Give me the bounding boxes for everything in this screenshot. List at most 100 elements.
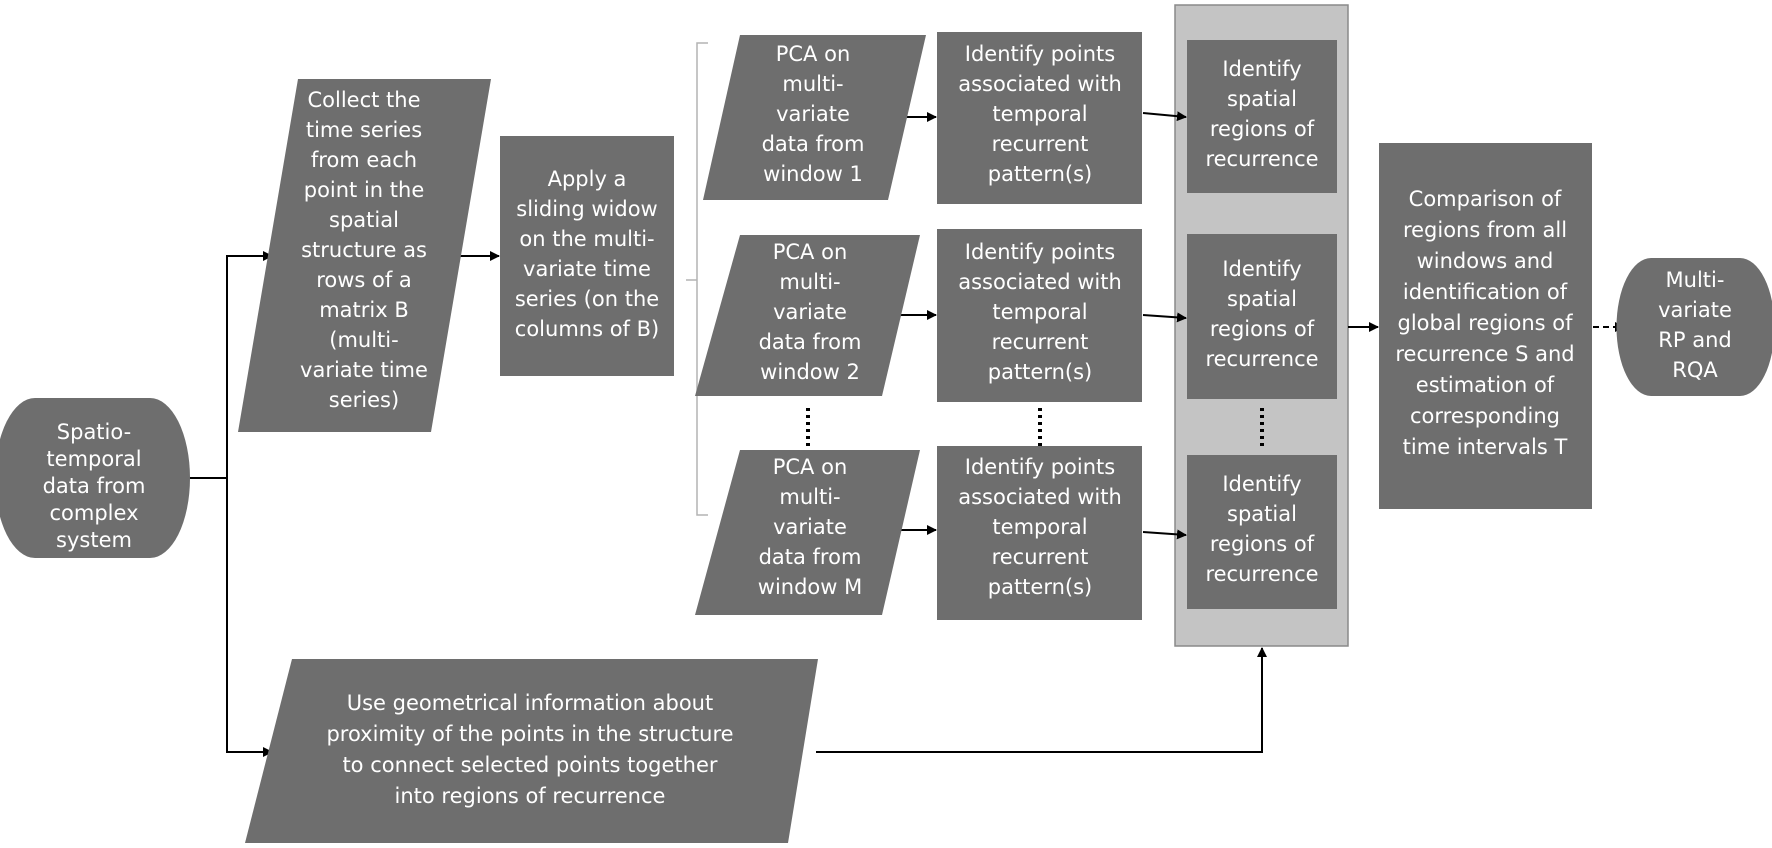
identify-points-1 [937,32,1142,204]
pca-window-1 [703,35,926,200]
pca-window-m-label: PCA on multi-variate data from window M [758,455,862,599]
label-line: temporal [46,447,141,471]
label-line: spatial [1227,287,1297,311]
label-line: pattern(s) [988,360,1093,384]
label-line: Use geometrical information about [347,691,713,715]
label-line: series) [329,388,399,412]
label-line: Identify points [965,240,1115,264]
label-line: Identify points [965,42,1115,66]
spatial-region-1-label: Identify spatial regions of recurrence [1205,57,1318,171]
label-line: recurrent [992,330,1089,354]
label-line: variate [773,300,847,324]
identify-points-2 [937,229,1142,402]
label-line: Identify [1222,57,1301,81]
label-line: associated with [958,485,1122,509]
identify-points-m [937,446,1142,620]
spatial-region-2 [1187,234,1337,399]
label-line: data from [759,545,862,569]
label-line: PCA on [773,455,848,479]
label-line: columns of B) [515,317,659,341]
label-line: recurrence [1205,147,1318,171]
label-line: identification of [1403,280,1568,304]
output-node [1616,258,1772,396]
label-line: on the multi- [519,227,654,251]
label-line: global regions of [1398,311,1574,335]
source-node [0,398,190,558]
source-label: Spatio-temporal data from complex system [43,420,146,552]
windows-brace [686,42,708,516]
label-line: window M [758,575,862,599]
spatial-region-2-label: Identify spatial regions of recurrence [1205,257,1318,371]
label-line: Comparison of [1409,187,1562,211]
identify-points-2-label: Identify points associated with temporal re… [958,240,1122,384]
label-line: spatial [1227,87,1297,111]
label-line: variate [773,515,847,539]
label-line: recurrence [1205,562,1318,586]
label-line: Identify points [965,455,1115,479]
label-line: variate [1658,298,1732,322]
label-line: system [56,528,132,552]
label-line: complex [50,501,139,525]
label-line: window 2 [760,360,860,384]
label-line: associated with [958,270,1122,294]
label-line: variate time [300,358,428,382]
label-line: data from [43,474,146,498]
label-line: data from [759,330,862,354]
label-line: rows of a [316,268,412,292]
label-line: time series [306,118,422,142]
label-line: point in the [304,178,425,202]
label-line: multi- [779,270,840,294]
label-line: Identify [1222,257,1301,281]
label-line: RQA [1672,358,1718,382]
label-line: time intervals T [1403,435,1568,459]
label-line: variate [776,102,850,126]
geometry-node [245,659,818,843]
label-line: spatial [1227,502,1297,526]
label-line: temporal [992,515,1087,539]
label-line: into regions of recurrence [395,784,666,808]
label-line: regions from all [1403,218,1567,242]
label-line: Apply a [548,167,627,191]
label-line: variate time [523,257,651,281]
label-line: (multi- [329,328,398,352]
label-line: temporal [992,102,1087,126]
label-line: from each [311,148,417,172]
label-line: temporal [992,300,1087,324]
label-line: estimation of [1416,373,1555,397]
label-line: recurrence S and [1395,342,1574,366]
label-line: Multi- [1666,268,1725,292]
collect-node [238,79,491,432]
spatial-region-1 [1187,40,1337,193]
label-line: structure as [301,238,427,262]
label-line: corresponding [1410,404,1560,428]
comparison-node [1379,143,1592,509]
label-line: matrix B [319,298,409,322]
label-line: regions of [1210,117,1315,141]
label-line: Identify [1222,472,1301,496]
window-node [500,136,674,376]
label-line: proximity of the points in the structure [326,722,733,746]
label-line: multi- [779,485,840,509]
pca-window-m [695,450,920,615]
label-line: to connect selected points together [342,753,717,777]
spatial-region-m [1187,455,1337,609]
label-line: spatial [329,208,399,232]
pca-window-2-label: PCA on multi-variate data from window 2 [759,240,862,384]
label-line: RP and [1658,328,1731,352]
label-line: Spatio- [57,420,131,444]
label-line: pattern(s) [988,575,1093,599]
label-line: regions of [1210,317,1315,341]
connectors [177,111,1625,757]
label-line: PCA on [773,240,848,264]
label-line: data from [762,132,865,156]
label-line: recurrence [1205,347,1318,371]
geometry-label: Use geometrical information about proximi… [326,691,733,808]
